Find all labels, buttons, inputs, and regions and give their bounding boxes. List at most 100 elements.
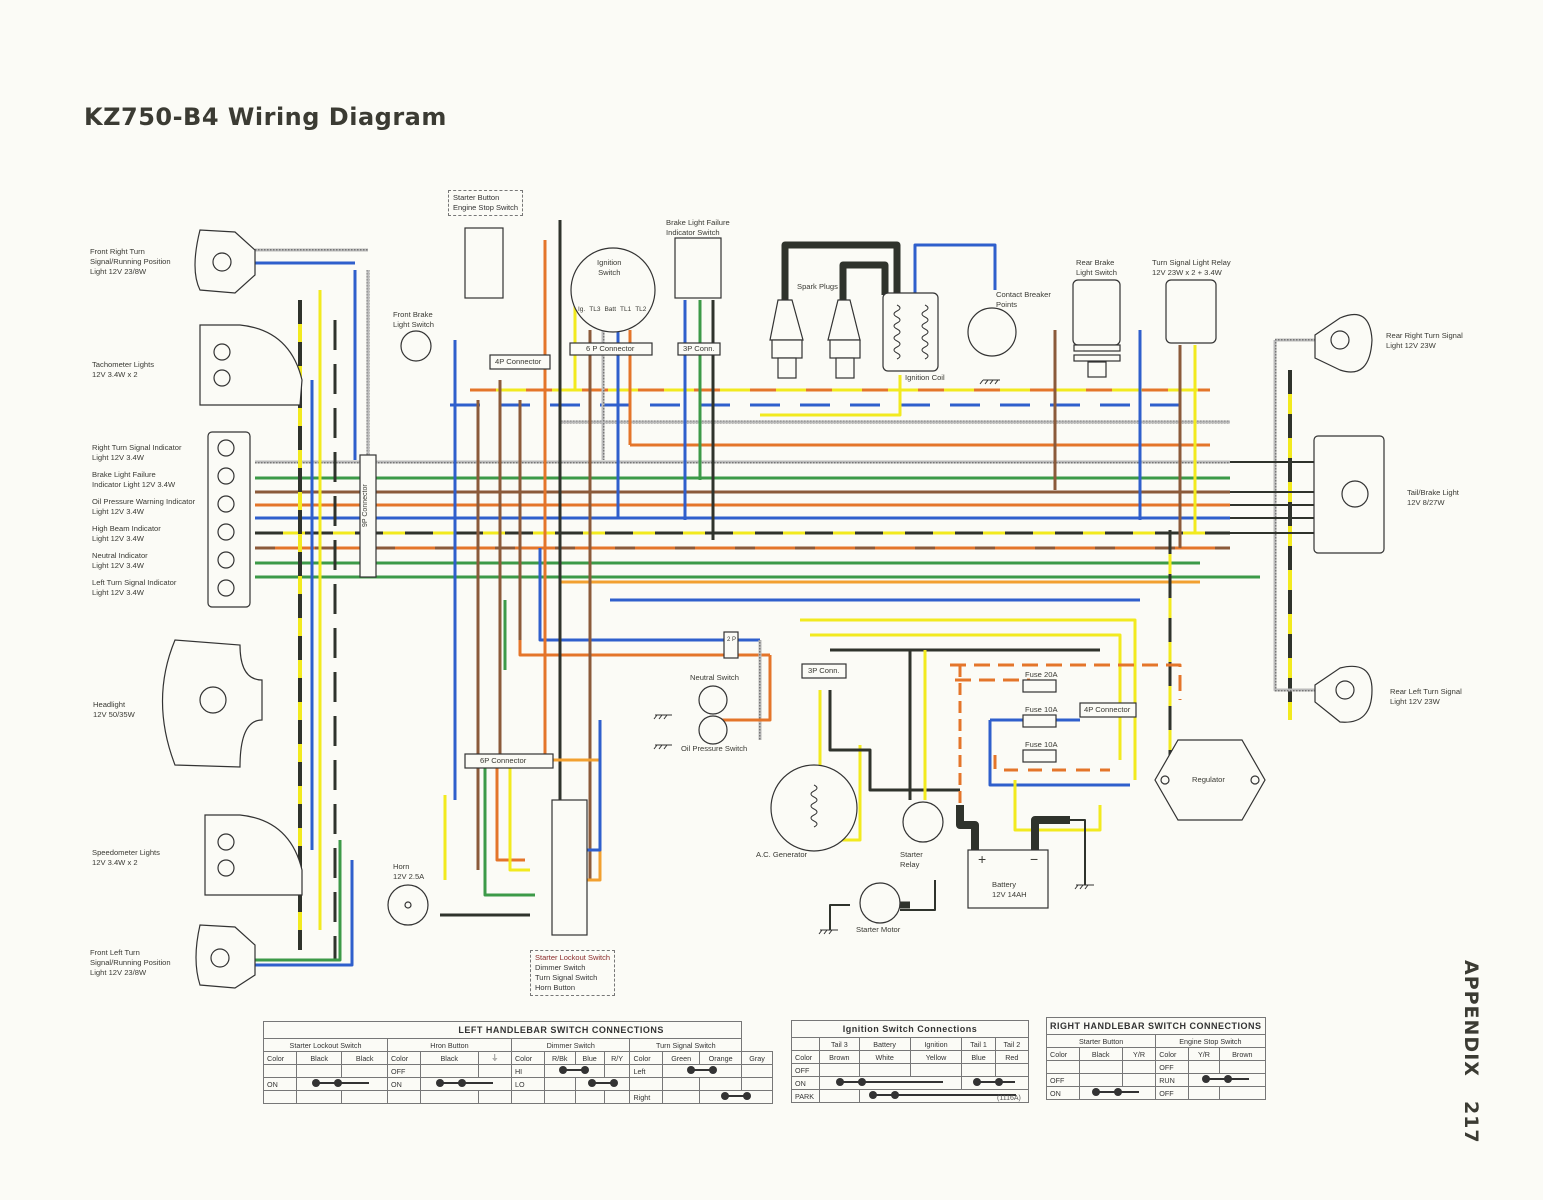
connection-mark bbox=[868, 1091, 1019, 1099]
battery-plus: + bbox=[978, 851, 987, 867]
table-row: Right bbox=[263, 1090, 773, 1104]
label-fuse-10a-2: Fuse 10A bbox=[1025, 740, 1058, 749]
connector-6p-bottom-label: 6P Connector bbox=[480, 756, 527, 765]
connector-3p-bottom-body bbox=[801, 663, 847, 679]
group-starter-lockout: Starter Lockout Switch bbox=[263, 1038, 388, 1052]
table-row: OFF HI Left bbox=[263, 1064, 773, 1078]
connection-mark bbox=[721, 1092, 751, 1100]
spark-plug-2 bbox=[827, 299, 861, 341]
col-header: Green bbox=[662, 1051, 701, 1065]
neutral-switch-body bbox=[698, 685, 728, 715]
appendix-page-label: APPENDIX217 bbox=[1460, 960, 1482, 1144]
col-header: Color bbox=[263, 1051, 297, 1065]
speedometer-housing bbox=[204, 814, 303, 896]
connection-mark bbox=[1201, 1075, 1252, 1083]
col-header: Color bbox=[386, 1051, 421, 1065]
connector-2p-body bbox=[723, 631, 739, 659]
connector-6p-top-label: 6 P Connector bbox=[586, 344, 635, 353]
harness-bus bbox=[255, 388, 1230, 670]
front-brake-switch bbox=[400, 330, 432, 362]
connector-6p-top-body bbox=[569, 342, 653, 356]
connector-4p-top-body bbox=[489, 354, 551, 370]
col-header: Black bbox=[419, 1051, 479, 1065]
tachometer-housing bbox=[199, 324, 303, 406]
mid-trunk bbox=[453, 220, 772, 880]
label-fuse-10a-1: Fuse 10A bbox=[1025, 705, 1058, 714]
connector-4p-top-label: 4P Connector bbox=[495, 357, 542, 366]
label-spark-plugs: Spark Plugs bbox=[797, 282, 838, 291]
turn-relay-body bbox=[1165, 279, 1217, 344]
col-header: Color bbox=[510, 1051, 545, 1065]
left-handlebar-connections-table: LEFT HANDLEBAR SWITCH CONNECTIONS Starte… bbox=[262, 1021, 773, 1104]
table-row: PARK bbox=[790, 1089, 1030, 1103]
table-row: ON ON LO bbox=[263, 1077, 773, 1091]
label-starter-motor: Starter Motor bbox=[856, 925, 901, 934]
connection-mark bbox=[311, 1079, 372, 1087]
generator-winding bbox=[810, 784, 818, 828]
connection-mark bbox=[972, 1078, 1018, 1086]
connection-mark bbox=[435, 1079, 496, 1087]
group-dimmer-switch: Dimmer Switch bbox=[510, 1038, 631, 1052]
regulator-body bbox=[1154, 739, 1266, 821]
label-oil-pressure-switch: Oil Pressure Switch bbox=[681, 744, 748, 753]
ignition-switch-body bbox=[570, 247, 656, 333]
diagram-ref-code: (1116A) bbox=[997, 1095, 1021, 1102]
connection-mark bbox=[1092, 1088, 1142, 1096]
connector-6p-bottom-body bbox=[464, 753, 554, 769]
col-header: R/Bk bbox=[543, 1051, 576, 1065]
battery-minus: − bbox=[1030, 851, 1039, 867]
col-header: R/Y bbox=[603, 1051, 631, 1065]
brake-failure-switch-body bbox=[674, 237, 722, 299]
battery-body bbox=[967, 849, 1049, 909]
connector-4p-right-body bbox=[1079, 702, 1137, 718]
label-ac-generator: A.C. Generator bbox=[756, 850, 808, 859]
table-title: RIGHT HANDLEBAR SWITCH CONNECTIONS bbox=[1046, 1017, 1266, 1035]
table-row: OFF bbox=[790, 1063, 1030, 1077]
col-header: Gray bbox=[741, 1051, 773, 1065]
label-fuse-20a: Fuse 20A bbox=[1025, 670, 1058, 679]
connector-3p-top-body bbox=[677, 342, 721, 356]
table-title: LEFT HANDLEBAR SWITCH CONNECTIONS bbox=[262, 1021, 743, 1039]
left-trunk bbox=[255, 248, 370, 960]
starter-relay-body bbox=[902, 801, 944, 843]
col-header: Blue bbox=[574, 1051, 605, 1065]
connector-4p-right-label: 4P Connector bbox=[1084, 705, 1131, 714]
right-trunk bbox=[1053, 330, 1320, 780]
contact-breaker-body bbox=[967, 307, 1017, 357]
spark-plug-1 bbox=[769, 299, 804, 341]
connector-2p-label: 2 P bbox=[727, 637, 737, 643]
page-title: KZ750-B4 Wiring Diagram bbox=[84, 103, 447, 131]
connector-3p-top-label: 3P Conn. bbox=[683, 344, 715, 353]
connector-3p-bottom-label: 3P Conn. bbox=[808, 666, 840, 675]
fuse-10a-2-body bbox=[1022, 749, 1057, 763]
group-turn-signal: Turn Signal Switch bbox=[629, 1038, 743, 1052]
table-title: Ignition Switch Connections bbox=[791, 1020, 1029, 1038]
fuse-20a-body bbox=[1022, 679, 1057, 693]
ht-leads bbox=[760, 241, 997, 417]
ground-symbol bbox=[979, 379, 1000, 385]
